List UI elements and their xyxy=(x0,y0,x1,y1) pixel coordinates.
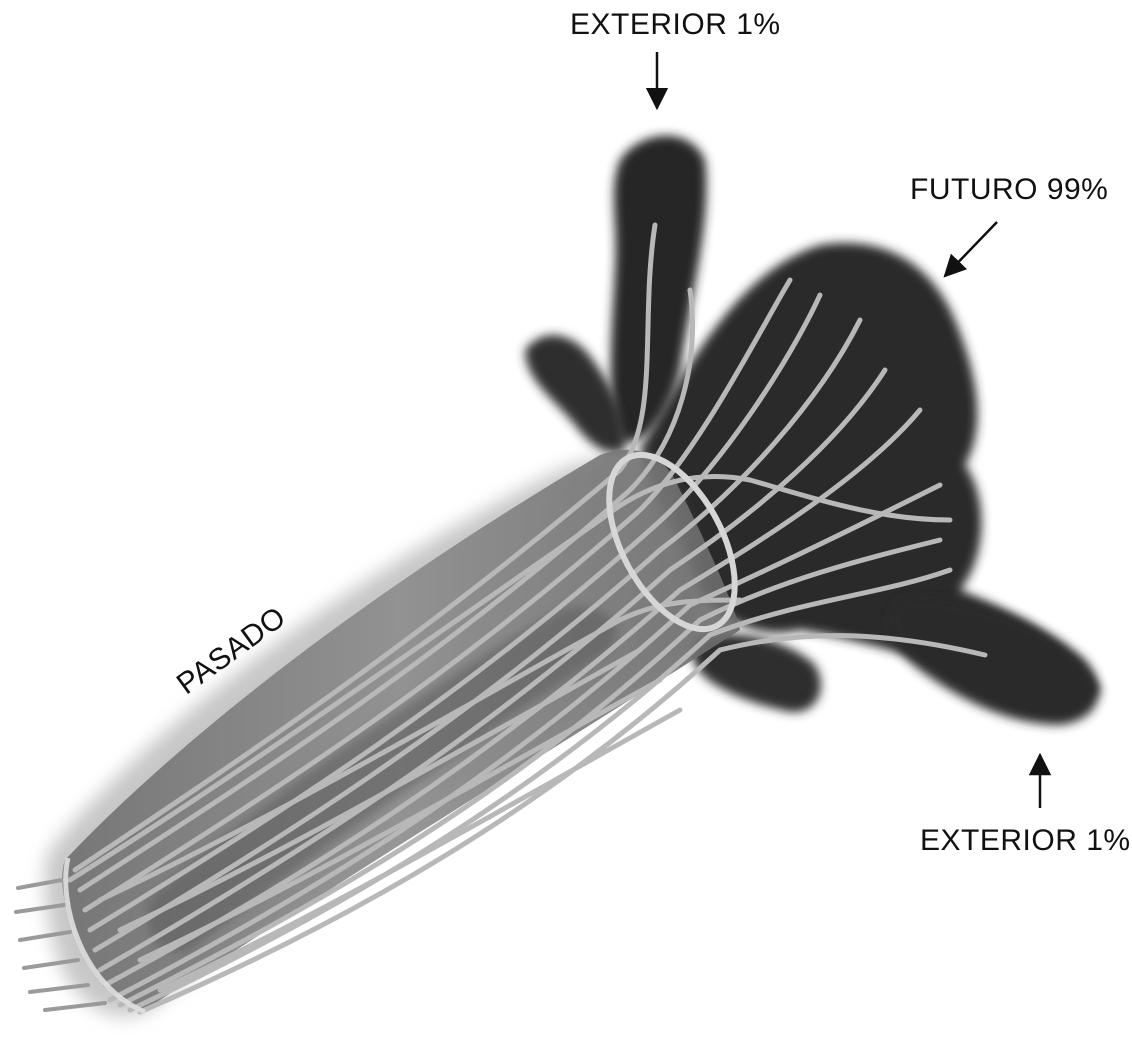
left-wedge xyxy=(525,335,626,453)
arrow-futuro xyxy=(945,222,997,276)
futuro-label: FUTURO 99% xyxy=(910,175,1108,205)
exterior-bottom-label: EXTERIOR 1% xyxy=(920,826,1131,856)
exterior-top-label: EXTERIOR 1% xyxy=(570,10,781,40)
exterior-bottom-tentacle xyxy=(890,598,1099,725)
